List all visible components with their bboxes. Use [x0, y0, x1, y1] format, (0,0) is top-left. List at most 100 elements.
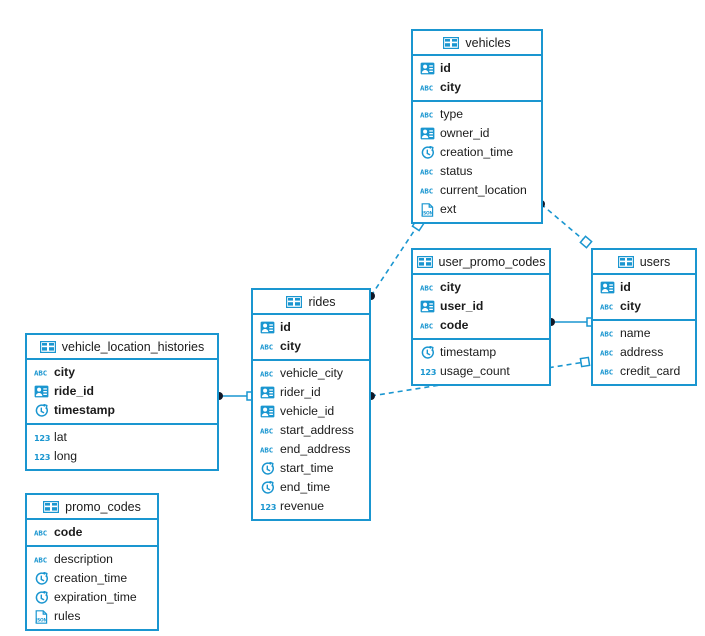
attribute-label: vehicle_id [280, 404, 335, 419]
attribute-row[interactable]: ABC code [27, 523, 157, 542]
entity-title-vehicles[interactable]: vehicles [413, 31, 541, 56]
attribute-label: usage_count [440, 364, 510, 379]
entity-table-vehicle_location_histories[interactable]: vehicle_location_histories ABC city ride… [25, 333, 219, 471]
attribute-row[interactable]: ABC city [593, 297, 695, 316]
attribute-row[interactable]: ABC description [27, 550, 157, 569]
attribute-section-rides: ABC vehicle_city rider_id [253, 361, 369, 519]
attribute-label: city [54, 365, 76, 380]
svg-text:ABC: ABC [260, 445, 273, 454]
abc-text-icon: ABC [260, 340, 275, 354]
attribute-row[interactable]: 123 lat [27, 428, 217, 447]
attribute-label: ext [440, 202, 457, 217]
attribute-row[interactable]: creation_time [27, 569, 157, 588]
attribute-row[interactable]: 123 revenue [253, 497, 369, 516]
attribute-label: long [54, 449, 78, 464]
attribute-label: lat [54, 430, 67, 445]
attribute-row[interactable]: 123 usage_count [413, 362, 549, 381]
primary-key-section-vehicles: id ABC city [413, 56, 541, 102]
attribute-label: vehicle_city [280, 366, 343, 381]
attribute-label: user_id [440, 299, 484, 314]
svg-text:ABC: ABC [420, 283, 433, 292]
attribute-row[interactable]: ride_id [27, 382, 217, 401]
attribute-section-promo_codes: ABC description creation_time expiration… [27, 547, 157, 629]
attribute-row[interactable]: rider_id [253, 383, 369, 402]
entity-name-label: vehicles [465, 35, 511, 50]
entity-table-user_promo_codes[interactable]: user_promo_codes ABC city user_id ABC co… [411, 248, 551, 386]
attribute-row[interactable]: ABC vehicle_city [253, 364, 369, 383]
entity-title-promo_codes[interactable]: promo_codes [27, 495, 157, 520]
entity-name-label: user_promo_codes [438, 254, 546, 269]
table-grid-icon [416, 255, 433, 268]
attribute-row[interactable]: id [253, 318, 369, 337]
attribute-row[interactable]: ABC city [413, 278, 549, 297]
svg-text:JSON: JSON [35, 617, 48, 623]
primary-key-section-user_promo_codes: ABC city user_id ABC code [413, 275, 549, 340]
abc-text-icon: ABC [420, 184, 435, 198]
attribute-row[interactable]: ABC type [413, 105, 541, 124]
attribute-label: id [440, 61, 451, 76]
attribute-label: creation_time [54, 571, 128, 586]
entity-name-label: promo_codes [65, 499, 141, 514]
attribute-label: city [440, 80, 462, 95]
attribute-row[interactable]: expiration_time [27, 588, 157, 607]
svg-text:123: 123 [260, 501, 276, 511]
attribute-row[interactable]: 123 long [27, 447, 217, 466]
entity-title-rides[interactable]: rides [253, 290, 369, 315]
entity-table-promo_codes[interactable]: promo_codes ABC code ABC description cre… [25, 493, 159, 631]
attribute-row[interactable]: owner_id [413, 124, 541, 143]
abc-text-icon: ABC [34, 526, 49, 540]
attribute-row[interactable]: start_time [253, 459, 369, 478]
attribute-label: start_address [280, 423, 354, 438]
id-card-icon [260, 386, 275, 400]
attribute-row[interactable]: ABC end_address [253, 440, 369, 459]
attribute-row[interactable]: JSON ext [413, 200, 541, 219]
attribute-label: rules [54, 609, 81, 624]
entity-table-users[interactable]: users id ABC city ABC name ABC addre [591, 248, 697, 386]
json-document-icon: JSON [34, 609, 49, 624]
entity-title-users[interactable]: users [593, 250, 695, 275]
attribute-row[interactable]: ABC code [413, 316, 549, 335]
entity-table-rides[interactable]: rides id ABC city ABC vehicle_city [251, 288, 371, 521]
attribute-label: description [54, 552, 113, 567]
attribute-row[interactable]: ABC current_location [413, 181, 541, 200]
abc-text-icon: ABC [600, 346, 615, 360]
entity-table-vehicles[interactable]: vehicles id ABC city ABC type [411, 29, 543, 224]
attribute-row[interactable]: timestamp [27, 401, 217, 420]
attribute-label: ride_id [54, 384, 94, 399]
attribute-row[interactable]: end_time [253, 478, 369, 497]
entity-title-user_promo_codes[interactable]: user_promo_codes [413, 250, 549, 275]
relationship-user-promo-codes-to-users [547, 317, 596, 327]
attribute-row[interactable]: ABC name [593, 324, 695, 343]
attribute-row[interactable]: timestamp [413, 343, 549, 362]
primary-key-section-vehicle_location_histories: ABC city ride_id timestamp [27, 360, 217, 425]
abc-text-icon: ABC [420, 165, 435, 179]
attribute-row[interactable]: id [593, 278, 695, 297]
attribute-row[interactable]: id [413, 59, 541, 78]
attribute-row[interactable]: creation_time [413, 143, 541, 162]
attribute-row[interactable]: ABC city [27, 363, 217, 382]
svg-text:ABC: ABC [600, 348, 613, 357]
clock-icon [260, 480, 275, 495]
attribute-row[interactable]: ABC address [593, 343, 695, 362]
primary-key-section-users: id ABC city [593, 275, 695, 321]
svg-text:ABC: ABC [420, 321, 433, 330]
attribute-row[interactable]: ABC start_address [253, 421, 369, 440]
entity-title-vehicle_location_histories[interactable]: vehicle_location_histories [27, 335, 217, 360]
attribute-row[interactable]: ABC status [413, 162, 541, 181]
attribute-label: code [54, 525, 83, 540]
table-grid-icon [39, 340, 56, 353]
svg-text:JSON: JSON [421, 210, 434, 216]
id-card-icon [34, 385, 49, 399]
attribute-label: creation_time [440, 145, 514, 160]
abc-text-icon: ABC [600, 365, 615, 379]
svg-text:ABC: ABC [260, 426, 273, 435]
attribute-row[interactable]: JSON rules [27, 607, 157, 626]
attribute-row[interactable]: ABC city [413, 78, 541, 97]
attribute-row[interactable]: vehicle_id [253, 402, 369, 421]
attribute-row[interactable]: ABC credit_card [593, 362, 695, 381]
id-card-icon [260, 405, 275, 419]
attribute-label: city [440, 280, 462, 295]
attribute-row[interactable]: ABC city [253, 337, 369, 356]
abc-text-icon: ABC [420, 281, 435, 295]
attribute-row[interactable]: user_id [413, 297, 549, 316]
